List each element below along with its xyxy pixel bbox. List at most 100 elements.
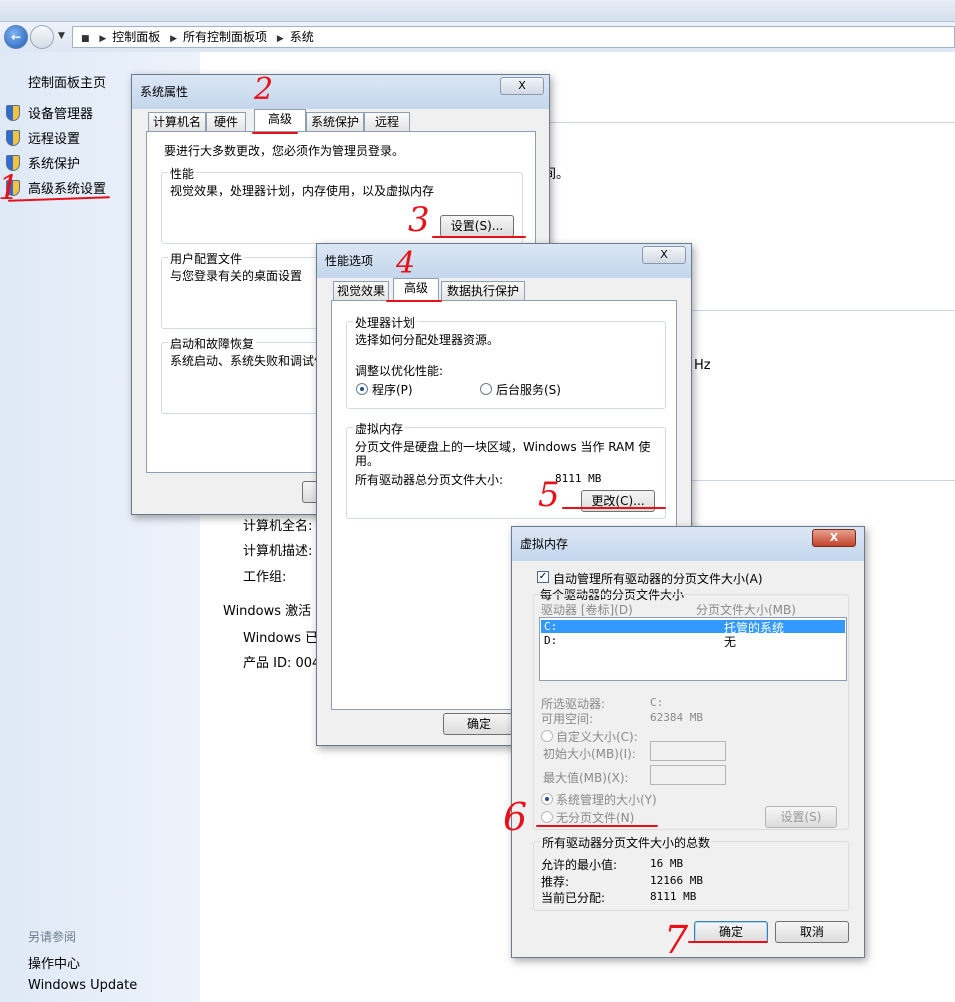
group-legend: 处理器计划 — [353, 314, 418, 331]
performance-settings-button[interactable]: 设置(S)... — [440, 215, 514, 237]
drive-letter[interactable]: D: — [544, 634, 558, 647]
programs-radio[interactable] — [356, 383, 368, 395]
tab-dep[interactable]: 数据执行保护 — [441, 281, 525, 301]
sidebar-item-protection[interactable]: 系统保护 — [6, 155, 80, 175]
ok-button[interactable]: 确定 — [443, 713, 515, 735]
startup-desc: 系统启动、系统失败和调试信 — [170, 354, 327, 368]
performance-group: 性能 视觉效果，处理器计划，内存使用，以及虚拟内存 设置(S)... — [161, 165, 523, 244]
shield-icon — [6, 180, 20, 196]
annotation-step-2: 2 — [254, 72, 274, 107]
max-size-input[interactable] — [650, 765, 726, 785]
free-space-label: 可用空间: — [541, 712, 594, 726]
sidebar-item-remote[interactable]: 远程设置 — [6, 130, 80, 150]
annotation-step-3: 3 — [408, 200, 430, 240]
bg-text: Hz — [694, 358, 711, 373]
virtual-memory-group: 虚拟内存 分页文件是硬盘上的一块区域，Windows 当作 RAM 使 用。 所… — [346, 420, 666, 519]
group-legend: 虚拟内存 — [353, 420, 406, 437]
auto-manage-checkbox[interactable]: ✓ — [537, 571, 549, 583]
initial-size-input[interactable] — [650, 741, 726, 761]
divider — [550, 122, 955, 123]
breadcrumb[interactable]: ■ ▶控制面板 ▶所有控制面板项 ▶系统 — [72, 26, 955, 48]
tab-system-protection[interactable]: 系统保护 — [306, 112, 364, 132]
annotation-underline — [688, 941, 768, 943]
action-center-link[interactable]: 操作中心 — [28, 957, 81, 972]
activation-heading: Windows 激活 — [223, 604, 312, 619]
col-size-header: 分页文件大小(MB) — [696, 603, 796, 617]
selected-drive-label: 所选驱动器: — [541, 697, 606, 711]
control-panel-icon: ■ — [81, 34, 90, 44]
background-services-radio[interactable] — [480, 383, 492, 395]
selected-drive-value: C: — [650, 696, 664, 709]
virtual-memory-dialog: 虚拟内存 X ✓ 自动管理所有驱动器的分页文件大小(A) 每个驱动器的分页文件大… — [511, 526, 865, 958]
windows-update-link[interactable]: Windows Update — [28, 978, 138, 993]
drive-list[interactable]: C: 托管的系统 D: 无 — [539, 617, 847, 681]
breadcrumb-item[interactable]: 所有控制面板项 — [183, 30, 268, 44]
close-button[interactable]: X — [500, 77, 544, 95]
drive-size: 无 — [724, 635, 737, 649]
totals-group: 所有驱动器分页文件大小的总数 — [533, 834, 849, 911]
recommended-value: 12166 MB — [650, 874, 703, 887]
annotation-step-4: 4 — [396, 246, 416, 281]
custom-size-radio[interactable] — [541, 730, 553, 742]
tab-hardware[interactable]: 硬件 — [206, 112, 246, 132]
divider — [690, 480, 955, 481]
annotation-underline — [252, 132, 298, 134]
annotation-underline — [536, 825, 658, 827]
group-legend: 用户配置文件 — [168, 250, 245, 267]
user-profiles-group: 用户配置文件 与您登录有关的桌面设置 — [161, 250, 523, 329]
col-drive-header: 驱动器 [卷标](D) — [541, 603, 633, 617]
activation-status: Windows 已激 — [243, 631, 332, 646]
annotation-step-6: 6 — [503, 795, 528, 839]
sidebar-home-link[interactable]: 控制面板主页 — [28, 76, 107, 91]
browser-tab-strip — [0, 0, 955, 22]
close-button[interactable]: X — [642, 246, 686, 264]
forward-button[interactable] — [30, 25, 54, 49]
sidebar-item-label: 系统保护 — [28, 157, 81, 172]
back-button[interactable]: ← — [4, 25, 28, 49]
drive-size: 托管的系统 — [724, 621, 785, 635]
system-managed-radio[interactable] — [541, 793, 553, 805]
group-legend: 启动和故障恢复 — [168, 335, 257, 352]
tab-remote[interactable]: 远程 — [364, 112, 410, 132]
recommended-label: 推荐: — [541, 875, 570, 889]
dialog-title: 性能选项 — [325, 254, 374, 268]
vm-desc: 分页文件是硬盘上的一块区域，Windows 当作 RAM 使 — [355, 440, 651, 454]
no-paging-label: 无分页文件(N) — [556, 811, 635, 825]
max-size-label: 最大值(MB)(X): — [543, 771, 629, 785]
annotation-underline — [562, 507, 666, 509]
sidebar-item-device-manager[interactable]: 设备管理器 — [6, 105, 93, 125]
vm-total-value: 8111 MB — [555, 472, 602, 485]
min-allowed-label: 允许的最小值: — [541, 858, 618, 872]
list-item-selected[interactable] — [541, 620, 845, 633]
group-legend: 所有驱动器分页文件大小的总数 — [540, 834, 713, 851]
tab-visual-effects[interactable]: 视觉效果 — [333, 281, 389, 301]
perf-desc: 视觉效果，处理器计划，内存使用，以及虚拟内存 — [170, 184, 435, 198]
set-button[interactable]: 设置(S) — [765, 806, 837, 828]
tab-advanced[interactable]: 高级 — [393, 278, 439, 301]
cancel-button[interactable]: 取消 — [775, 921, 849, 943]
auto-manage-label: 自动管理所有驱动器的分页文件大小(A) — [553, 572, 763, 586]
sidebar-item-advanced[interactable]: 高级系统设置 — [6, 180, 106, 200]
processor-scheduling-group: 处理器计划 选择如何分配处理器资源。 调整以优化性能: 程序(P) 后台服务(S… — [346, 314, 666, 409]
min-allowed-value: 16 MB — [650, 857, 684, 870]
annotation-step-7: 7 — [664, 918, 689, 962]
sidebar-item-label: 高级系统设置 — [28, 182, 107, 197]
per-drive-group: 驱动器 [卷标](D) 分页文件大小(MB) — [533, 594, 849, 830]
history-dropdown-icon[interactable]: ▼ — [58, 31, 65, 41]
change-button[interactable]: 更改(C)... — [581, 490, 655, 512]
breadcrumb-item[interactable]: 系统 — [289, 30, 314, 44]
dialog-title: 系统属性 — [140, 85, 189, 99]
no-paging-radio[interactable] — [541, 811, 553, 823]
annotation-underline — [432, 236, 526, 238]
close-button[interactable]: X — [812, 529, 856, 547]
tab-computer-name[interactable]: 计算机名 — [148, 112, 206, 132]
allocated-label: 当前已分配: — [541, 891, 606, 905]
breadcrumb-item[interactable]: 控制面板 — [112, 30, 161, 44]
ok-button[interactable]: 确定 — [694, 921, 768, 943]
sidebar-item-label: 远程设置 — [28, 132, 81, 147]
vm-desc-cont: 用。 — [355, 454, 380, 468]
computer-fullname-label: 计算机全名: — [243, 519, 313, 534]
computer-desc-label: 计算机描述: — [243, 544, 313, 559]
vm-total-label: 所有驱动器总分页文件大小: — [355, 473, 504, 487]
tab-advanced[interactable]: 高级 — [254, 109, 306, 132]
